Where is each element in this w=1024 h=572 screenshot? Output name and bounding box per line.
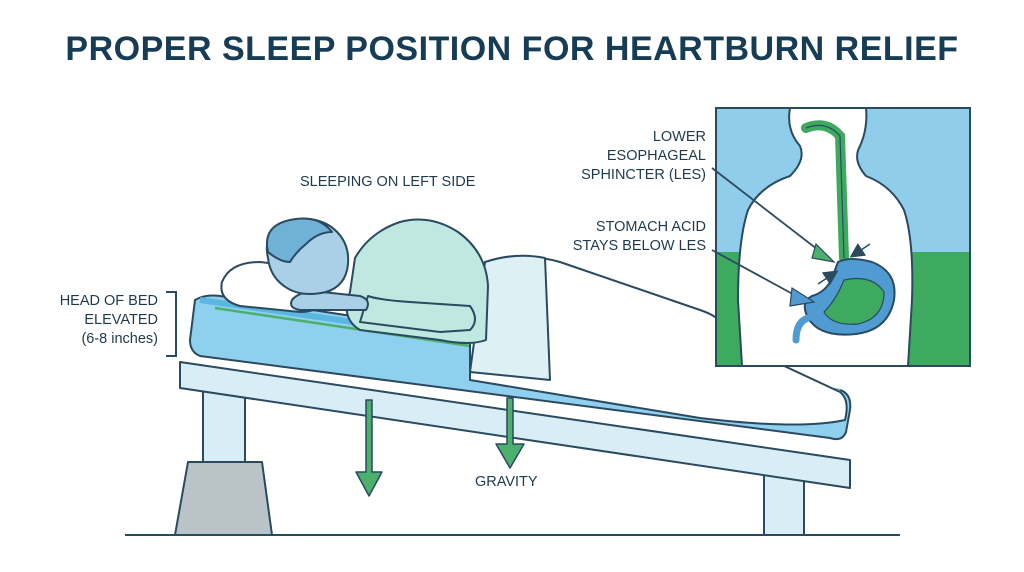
stomach-inner [823,277,885,325]
gravity-label: GRAVITY [475,474,538,490]
blanket-fold [469,254,551,381]
head-elevated-label: HEAD OF BED ELEVATED (6-8 inches) [28,292,158,349]
pointer-arrows [711,167,836,307]
head-elevated-line-2: ELEVATED [84,312,158,328]
head-elevated-line-1: HEAD OF BED [59,293,158,309]
sleeping-position-label: SLEEPING ON LEFT SIDE [300,174,476,190]
gravity-arrow-left [355,399,383,497]
page-title: PROPER SLEEP POSITION FOR HEARTBURN RELI… [65,30,959,68]
duodenum [792,314,812,344]
les-label: LOWER ESOPHAGEAL SPHINCTER (LES) [556,128,706,185]
anatomy-inset [715,107,971,367]
mattress-green-stripe [214,306,471,348]
les-arrow-small-2 [817,270,839,285]
gravity-arrows [355,397,525,497]
riser-block [174,461,273,536]
acid-label-line-1: STOMACH ACID [595,219,706,235]
acid-pointer-head [789,286,816,307]
esophagus-outline [805,124,845,259]
les-label-line-1: LOWER [652,129,706,145]
bed-frame [179,361,851,489]
acid-label-line-2: STAYS BELOW LES [572,238,706,254]
les-pointer [711,167,827,257]
hair [266,217,333,263]
arm [359,295,476,333]
bed-leg-head [202,387,246,463]
acid-pointer [711,249,801,299]
head-elevated-line-3: (6-8 inches) [81,331,158,347]
les-label-line-2: ESOPHAGEAL [606,148,706,164]
les-label-line-3: SPHINCTER (LES) [581,167,706,183]
inset-border [715,107,971,367]
elevation-bracket [166,291,177,357]
les-pointer-head [811,242,836,263]
gravity-arrow-right [495,397,525,469]
les-arrow-small-1 [849,243,871,258]
acid-label: STOMACH ACID STAYS BELOW LES [556,218,706,256]
